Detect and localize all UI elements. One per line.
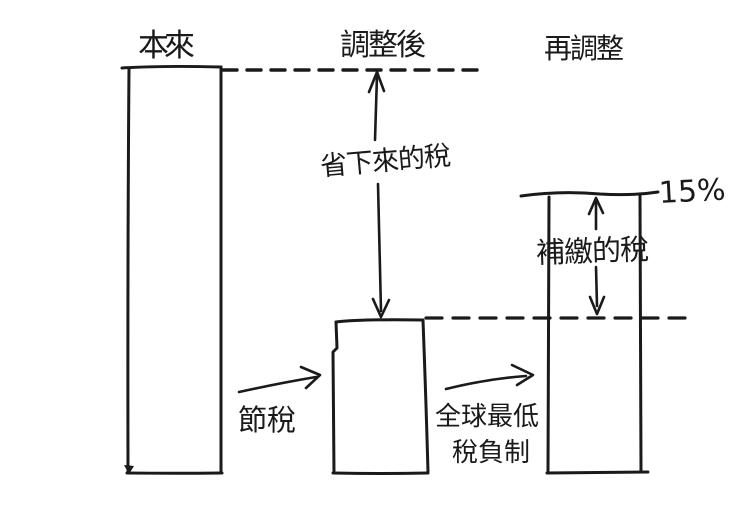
makeup-tax-arrow bbox=[587, 196, 606, 316]
makeup-tax-label: 補繳的稅 bbox=[535, 232, 648, 270]
bar-adjusted-left-edge bbox=[331, 320, 339, 475]
bar-adjusted bbox=[331, 318, 430, 475]
bar-readjusted-left-edge bbox=[546, 195, 551, 474]
bar-original-top-edge bbox=[120, 64, 223, 70]
arrow-shaft bbox=[237, 375, 318, 394]
bar-readjusted-label: 再調整 bbox=[544, 32, 623, 65]
arrow-right-head bbox=[299, 365, 322, 390]
bar-adjusted-right-edge bbox=[421, 318, 430, 474]
saved-tax-arrow bbox=[367, 70, 391, 319]
saved-tax-label: 省下來的稅 bbox=[319, 140, 451, 182]
bar-adjusted-label: 調整後 bbox=[340, 28, 426, 63]
bar-adjusted-top-edge bbox=[334, 318, 425, 324]
arrow-down-head bbox=[371, 297, 391, 319]
rate-label: 15% bbox=[658, 173, 726, 211]
bar-readjusted bbox=[519, 190, 660, 475]
tax-saving-label: 節稅 bbox=[238, 403, 296, 437]
arrow-shaft-lower bbox=[594, 265, 599, 308]
arrow-shaft bbox=[444, 374, 528, 391]
bar-original bbox=[120, 64, 224, 475]
tax-saving-arrow bbox=[237, 365, 322, 394]
arrow-up-head bbox=[367, 70, 386, 94]
bar-readjusted-right-edge bbox=[638, 193, 643, 474]
arrow-shaft-upper bbox=[373, 73, 379, 142]
bar-adjusted-bottom-edge bbox=[331, 471, 430, 475]
bar-readjusted-bottom-edge bbox=[545, 470, 650, 475]
pen-mark bbox=[124, 465, 134, 474]
arrow-up-head bbox=[587, 196, 605, 216]
rate-level-line bbox=[519, 190, 660, 198]
bar-original-label: 本來 bbox=[138, 28, 194, 64]
arrow-right-head bbox=[510, 363, 535, 387]
arrow-down-head bbox=[588, 295, 606, 316]
global-min-tax-arrow bbox=[444, 363, 535, 391]
global-min-tax-label-line2: 稅負制 bbox=[452, 438, 530, 468]
arrow-shaft-lower bbox=[376, 182, 383, 313]
global-min-tax-label-line1: 全球最低 bbox=[435, 402, 539, 432]
bar-original-left-edge bbox=[126, 66, 131, 474]
